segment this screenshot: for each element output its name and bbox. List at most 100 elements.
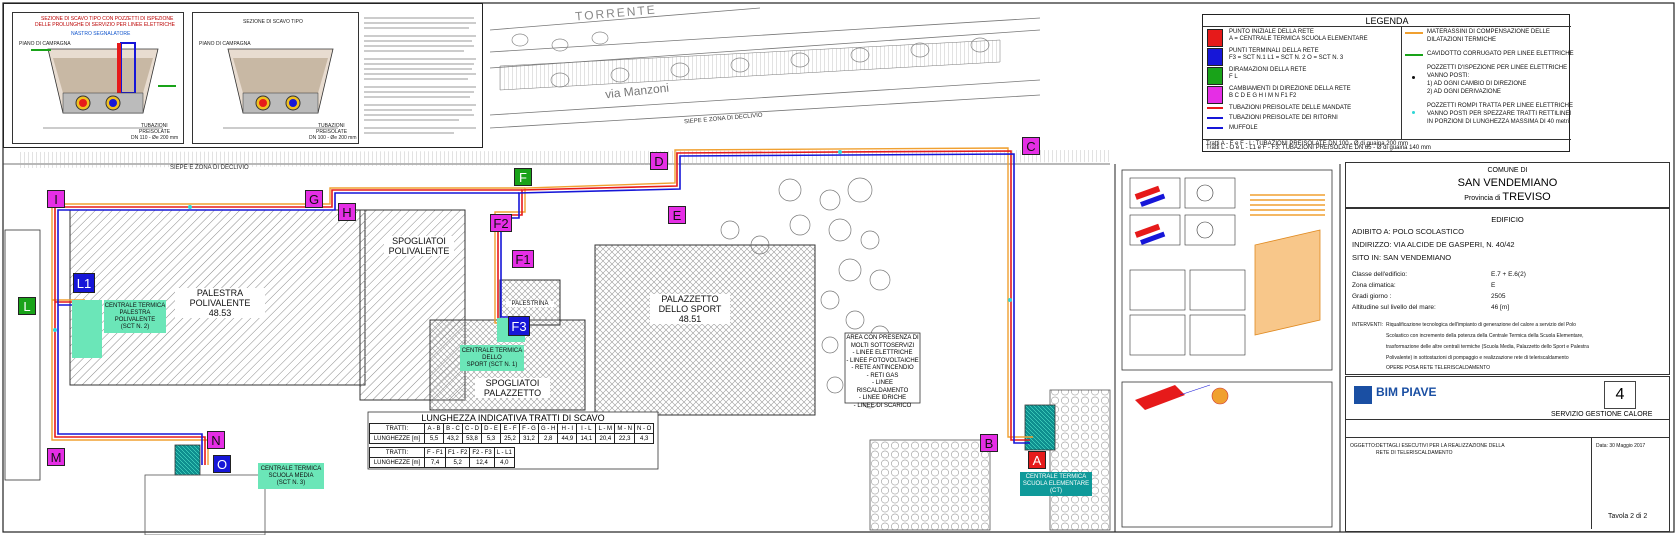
marker-o[interactable]: O bbox=[213, 455, 231, 473]
marker-n[interactable]: N bbox=[207, 431, 225, 449]
lengths-cell: 31,2 bbox=[519, 433, 539, 444]
legend-text: B C D E G H I M N F1 F2 bbox=[1229, 93, 1297, 99]
lengths-cell: 5,3 bbox=[481, 433, 501, 444]
lengths-cell: A - B bbox=[424, 423, 444, 434]
marker-f3[interactable]: F3 bbox=[508, 316, 530, 336]
section-left-drawing bbox=[31, 42, 176, 129]
legend-text: PUNTO INIZIALE DELLA RETE bbox=[1229, 29, 1314, 35]
legend-text: DIRAMAZIONI DELLA RETE bbox=[1229, 67, 1307, 73]
bim-logo-mark bbox=[1354, 386, 1372, 404]
row-trees bbox=[511, 31, 990, 88]
marker-d[interactable]: D bbox=[650, 152, 668, 170]
legend-text: F3 = SCT N.1 L1 = SCT N. 2 O = SCT N. 3 bbox=[1229, 55, 1344, 61]
lengths-cell: E - F bbox=[500, 423, 520, 434]
hex-paving-2 bbox=[1049, 389, 1111, 531]
legend-text: IN PORZIONI DI LUNGHEZZA MASSIMA DI 40 m… bbox=[1427, 119, 1570, 125]
notes-text-lines bbox=[364, 17, 476, 134]
legend-text: TUBAZIONI PREISOLATE DELLE MANDATE bbox=[1229, 105, 1352, 111]
legend-symbol bbox=[1405, 54, 1423, 56]
lengths-cell: H - I bbox=[557, 423, 578, 434]
lengths-title: LUNGHEZZA INDICATIVA TRATTI DI SCAVO bbox=[421, 413, 605, 423]
lengths-cell: 25,2 bbox=[500, 433, 520, 444]
marker-l[interactable]: L bbox=[18, 297, 36, 315]
legend-text: VANNO POSTI: bbox=[1427, 73, 1470, 79]
legend-swatch bbox=[1207, 86, 1223, 104]
rompi-tratta-dots bbox=[53, 150, 1012, 332]
palestrina-label: PALESTRINA bbox=[506, 301, 554, 307]
comune-box: COMUNE DI SAN VENDEMIANO Provincia di TR… bbox=[1345, 162, 1670, 208]
section-notes bbox=[364, 14, 479, 142]
section-right-drawing bbox=[223, 48, 338, 129]
marker-f1[interactable]: F1 bbox=[512, 250, 534, 268]
lengths-cell: C - D bbox=[462, 423, 482, 434]
lengths-cell: L - M bbox=[595, 423, 616, 434]
lengths-cell: M - N bbox=[614, 423, 636, 434]
marker-m[interactable]: M bbox=[47, 448, 65, 466]
section-right: SEZIONE DI SCAVO TIPO PIANO DI CAMPAGNA … bbox=[192, 12, 359, 144]
legend-text: MUFFOLE bbox=[1229, 125, 1258, 131]
legend-text: MATERASSINI DI COMPENSAZIONE DELLE bbox=[1427, 29, 1550, 35]
lengths-table: LUNGHEZZA INDICATIVA TRATTI DI SCAVO TRA… bbox=[369, 413, 657, 468]
lengths-cell: B - C bbox=[443, 423, 463, 434]
legend-text: CAMBIAMENTI DI DIREZIONE DELLA RETE bbox=[1229, 86, 1351, 92]
marker-f[interactable]: F bbox=[514, 168, 532, 186]
title-block: BIM PIAVE 4 SERVIZIO GESTIONE CALORE OGG… bbox=[1345, 376, 1670, 532]
legend-text: POZZETTI ROMPI TRATTA PER LINEE ELETTRIC… bbox=[1427, 103, 1574, 109]
lengths-cell: 5,2 bbox=[444, 457, 471, 468]
info-panel: COMUNE DI SAN VENDEMIANO Provincia di TR… bbox=[1345, 162, 1670, 532]
legend-swatch bbox=[1207, 48, 1223, 66]
palestra-label: PALESTRA POLIVALENTE 48.53 bbox=[175, 288, 265, 318]
lengths-cell: 43,2 bbox=[443, 433, 463, 444]
lengths-cell: F - G bbox=[519, 423, 539, 434]
legend-text: 1) AD OGNI CAMBIO DI DIREZIONE bbox=[1427, 81, 1527, 87]
bim-logo: BIM PIAVE bbox=[1354, 383, 1454, 409]
siepe-left-label: SIEPE E ZONA DI DECLIVIO bbox=[170, 165, 249, 171]
logo-4: 4 bbox=[1604, 381, 1636, 409]
lengths-cell: 7,4 bbox=[424, 457, 446, 468]
lengths-cell: I - L bbox=[576, 423, 597, 434]
legend-swatch bbox=[1207, 127, 1223, 129]
section-panel: SEZIONE DI SCAVO TIPO CON POZZETTI DI IS… bbox=[3, 3, 483, 148]
marker-f2[interactable]: F2 bbox=[490, 214, 512, 232]
legend-swatch bbox=[1207, 29, 1223, 47]
lengths-cell: F - F1 bbox=[424, 447, 446, 458]
marker-b[interactable]: B bbox=[980, 434, 998, 452]
detail-drawings-bottom bbox=[1121, 381, 1333, 528]
marker-i[interactable]: I bbox=[47, 190, 65, 208]
spogliatoi-poli-label: SPOGLIATOI POLIVALENTE bbox=[384, 236, 454, 256]
lengths-cell: D - E bbox=[481, 423, 501, 434]
legend-text: CAVIDOTTO CORRUGATO PER LINEE ELETTRICHE bbox=[1427, 51, 1574, 57]
legend-text: DILATAZIONI TERMICHE bbox=[1427, 37, 1497, 43]
legend-text: A = CENTRALE TERMICA SCUOLA ELEMENTARE bbox=[1229, 36, 1368, 42]
legend-swatch bbox=[1207, 117, 1223, 119]
detail-pipes bbox=[1134, 185, 1161, 238]
lengths-cell: L - L1 bbox=[493, 447, 515, 458]
marker-a[interactable]: A bbox=[1028, 451, 1046, 469]
marker-g[interactable]: G bbox=[305, 190, 323, 208]
marker-e[interactable]: E bbox=[668, 206, 686, 224]
lengths-cell: 53,8 bbox=[462, 433, 482, 444]
lengths-cell: N - O bbox=[634, 423, 655, 434]
lengths-cell: 4,3 bbox=[634, 433, 655, 444]
marker-h[interactable]: H bbox=[338, 203, 356, 221]
legend-text: F L bbox=[1229, 74, 1238, 80]
edificio-box: EDIFICIO ADIBITO A: POLO SCOLASTICO INDI… bbox=[1345, 208, 1670, 375]
ct-palestra-area bbox=[72, 300, 102, 358]
marker-c[interactable]: C bbox=[1022, 137, 1040, 155]
legend-text: PUNTI TERMINALI DELLA RETE bbox=[1229, 48, 1319, 54]
legend-note-1: Tratti A - F e F - L: TUBAZIONI PREISOLA… bbox=[1206, 141, 1408, 147]
legend-symbol bbox=[1412, 76, 1415, 79]
legend-text: TUBAZIONI PREISOLATE DEI RITORNI bbox=[1229, 115, 1338, 121]
legend-title: LEGENDA bbox=[1365, 16, 1409, 26]
marker-l1[interactable]: L1 bbox=[73, 273, 95, 293]
legend-symbol bbox=[1412, 111, 1415, 114]
lengths-cell: 20,4 bbox=[595, 433, 616, 444]
lengths-cell: 5,5 bbox=[424, 433, 444, 444]
lengths-cell: 12,4 bbox=[469, 457, 495, 468]
